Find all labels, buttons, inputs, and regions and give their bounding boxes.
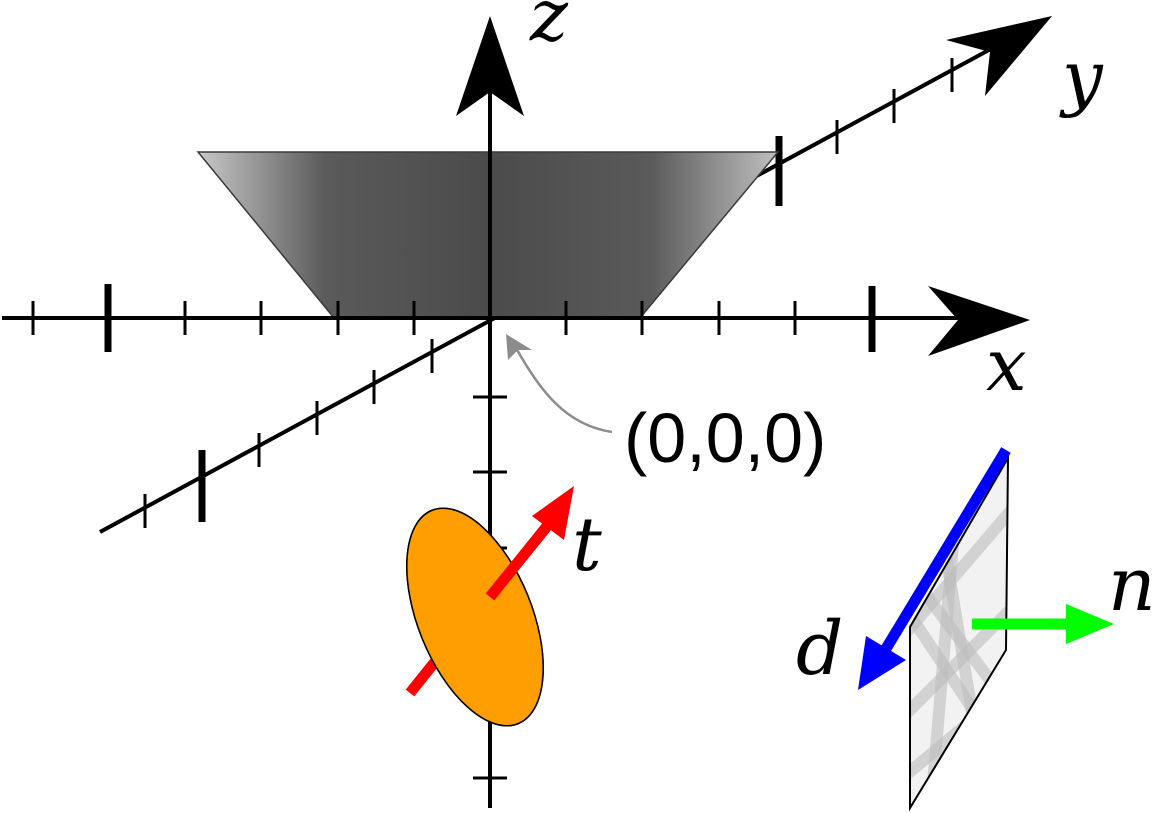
x-axis-arrowhead xyxy=(928,286,1030,356)
z-axis-arrowhead xyxy=(456,16,524,116)
vector-d xyxy=(858,447,1011,690)
y-axis-major-ticks xyxy=(198,136,783,522)
vector-t-arrowhead xyxy=(532,486,574,540)
vector-d-arrowhead xyxy=(858,636,906,690)
disk-face xyxy=(406,507,544,727)
x-axis-major-ticks xyxy=(104,284,876,352)
vector-t-label: t xyxy=(572,502,602,588)
origin-pointer-curve xyxy=(514,347,613,434)
vector-d-shaft xyxy=(879,447,1011,655)
vector-n-arrowhead xyxy=(1066,604,1114,644)
vector-d-label: d xyxy=(796,606,843,692)
origin-label: (0,0,0) xyxy=(624,399,826,477)
origin-pointer xyxy=(506,334,613,434)
y-axis-label: y xyxy=(1059,35,1104,119)
z-axis-label: z xyxy=(529,0,569,57)
origin-pointer-arrowhead xyxy=(506,334,532,360)
x-axis xyxy=(2,284,1030,356)
x-axis-ticks xyxy=(31,301,797,335)
vector-t-shaft xyxy=(485,521,553,601)
x-axis-label: x xyxy=(986,323,1027,407)
disk xyxy=(406,507,544,727)
vector-n xyxy=(972,604,1114,644)
plane xyxy=(909,454,1010,812)
y-axis-ticks xyxy=(143,58,954,528)
vector-t-front xyxy=(485,486,574,601)
vector-n-label: n xyxy=(1108,542,1156,628)
plane-outline xyxy=(909,454,1010,812)
y-axis-arrowhead xyxy=(946,16,1052,96)
